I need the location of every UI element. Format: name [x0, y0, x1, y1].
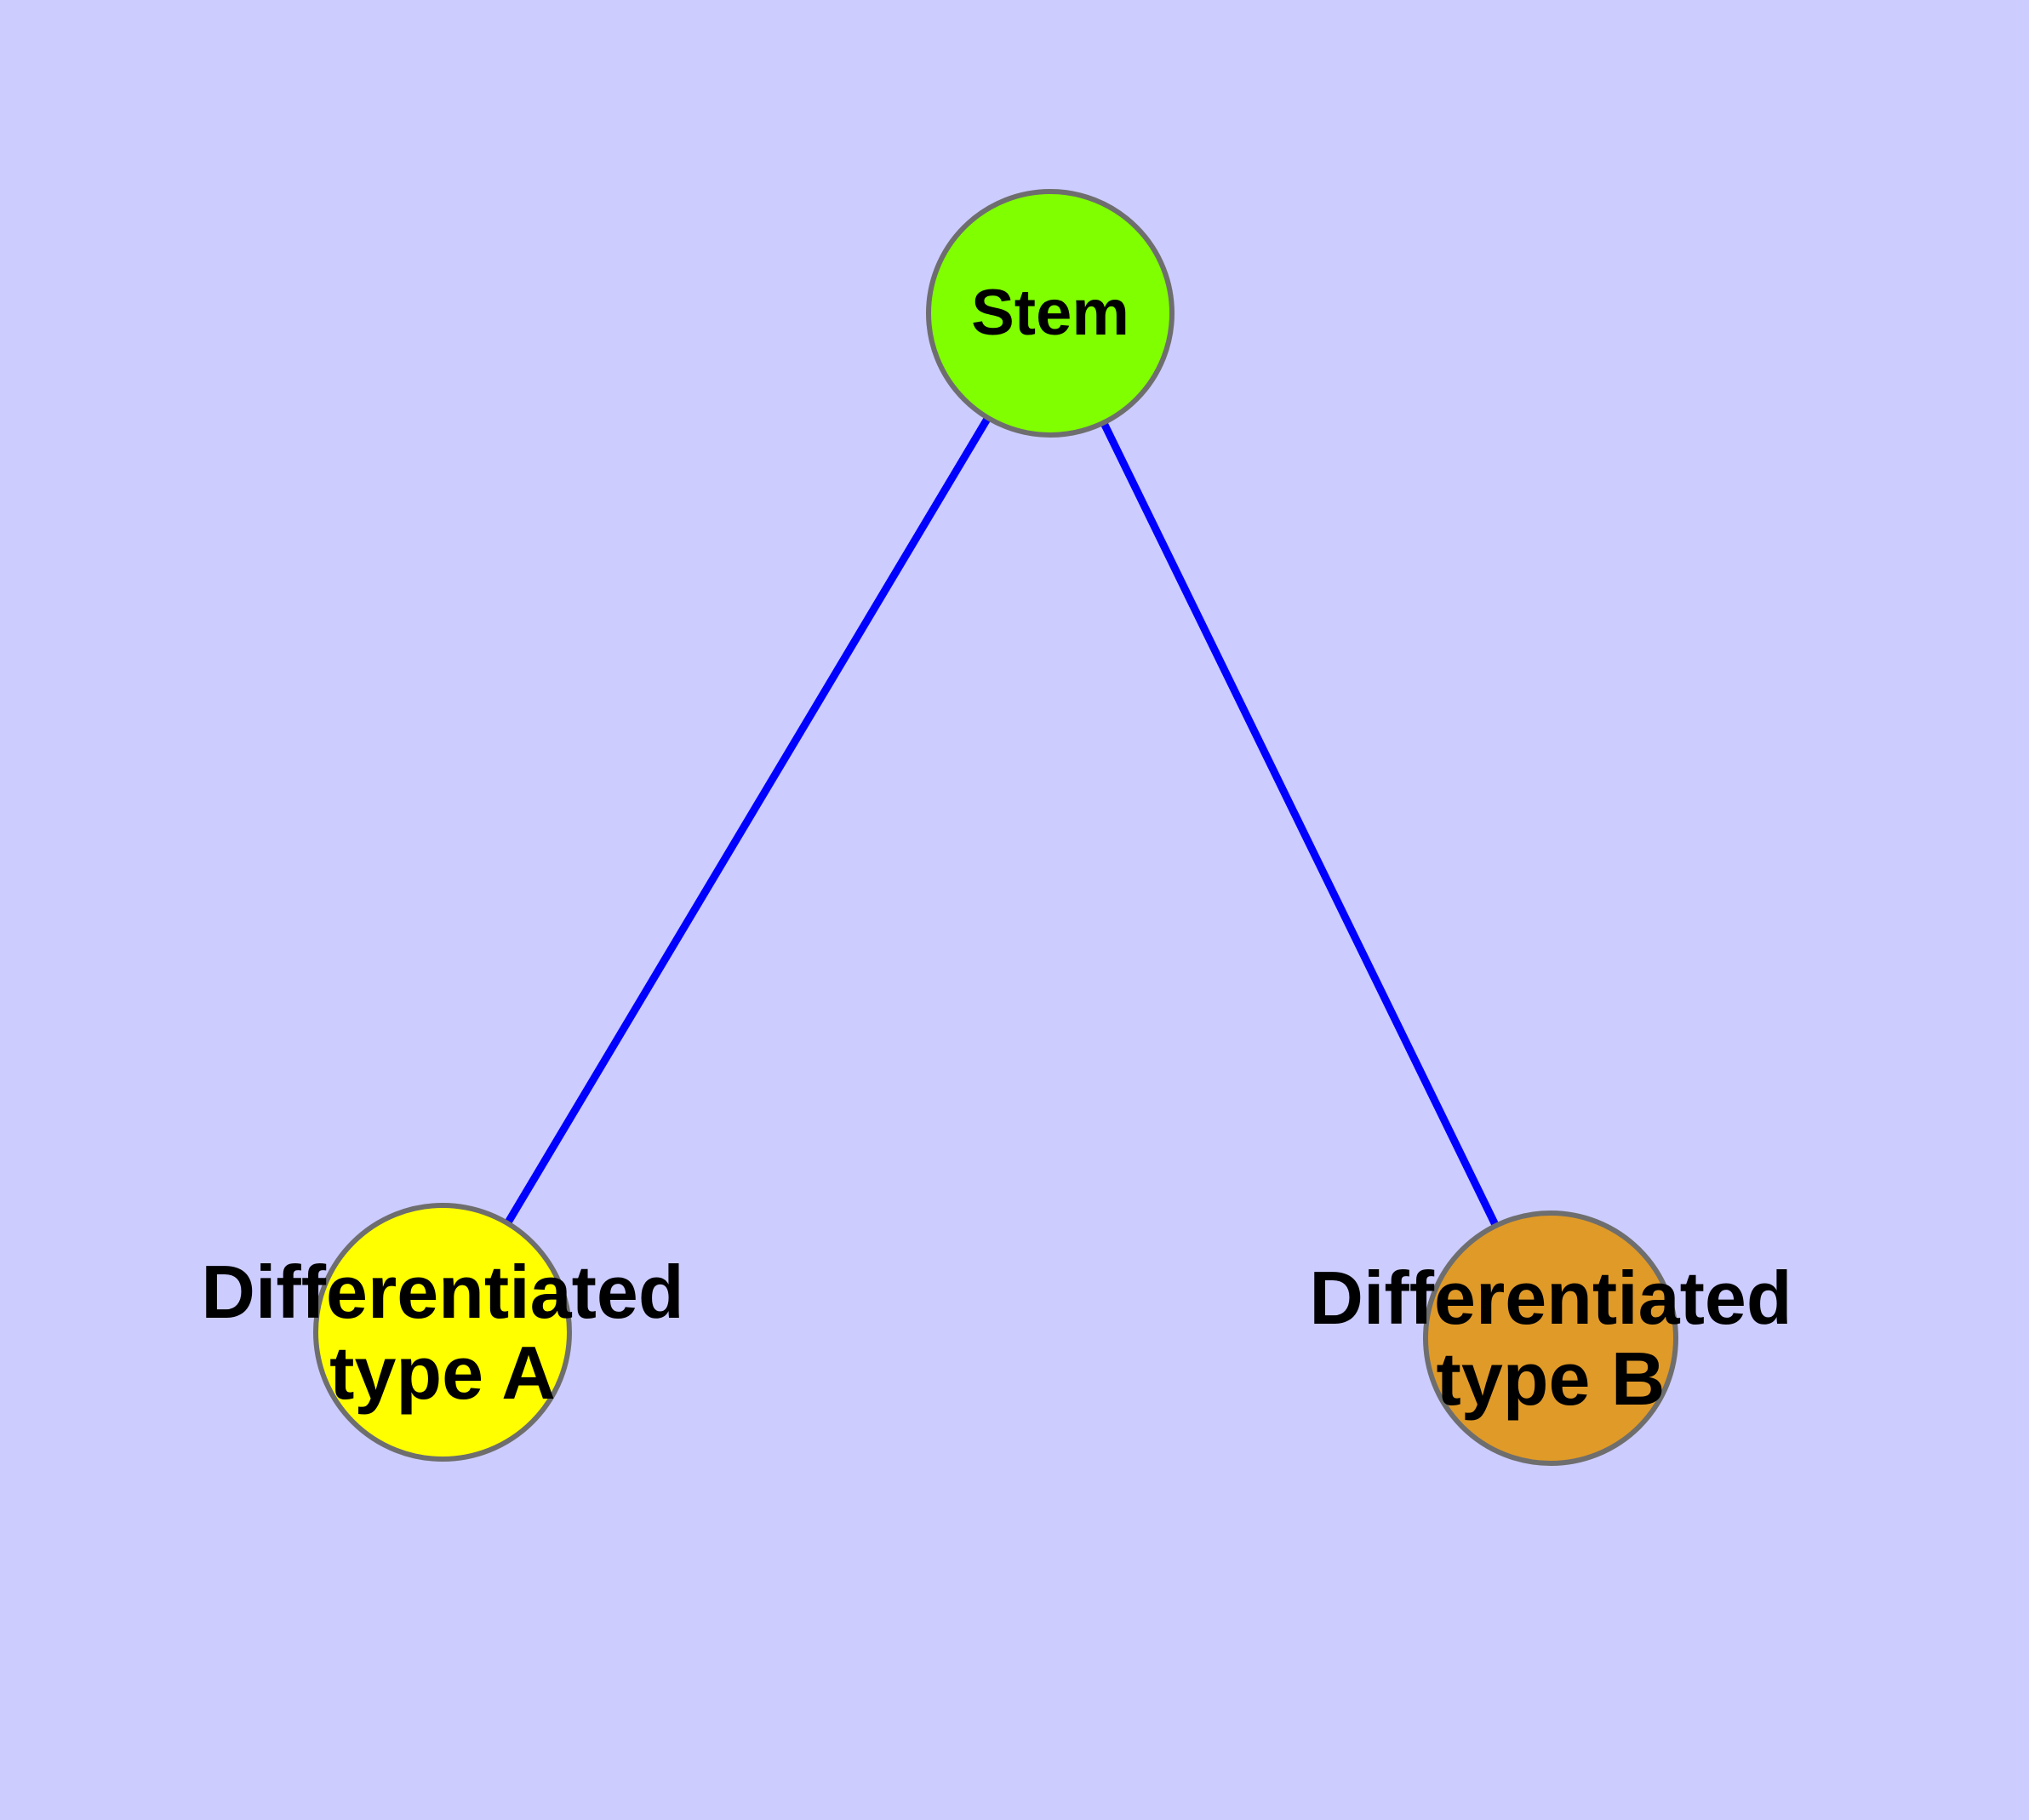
node-differentiated-type-b[interactable]: Differentiated type B	[1309, 1210, 1792, 1466]
node-stem[interactable]: Stem	[926, 189, 1175, 438]
node-stem-label: Stem	[971, 276, 1129, 349]
edge-stem-to-differentiated-type-b[interactable]	[1046, 312, 1555, 1340]
node-differentiated-type-a[interactable]: Differentiated type A	[201, 1203, 684, 1462]
edge-stem-to-differentiated-type-a[interactable]	[439, 311, 1054, 1335]
